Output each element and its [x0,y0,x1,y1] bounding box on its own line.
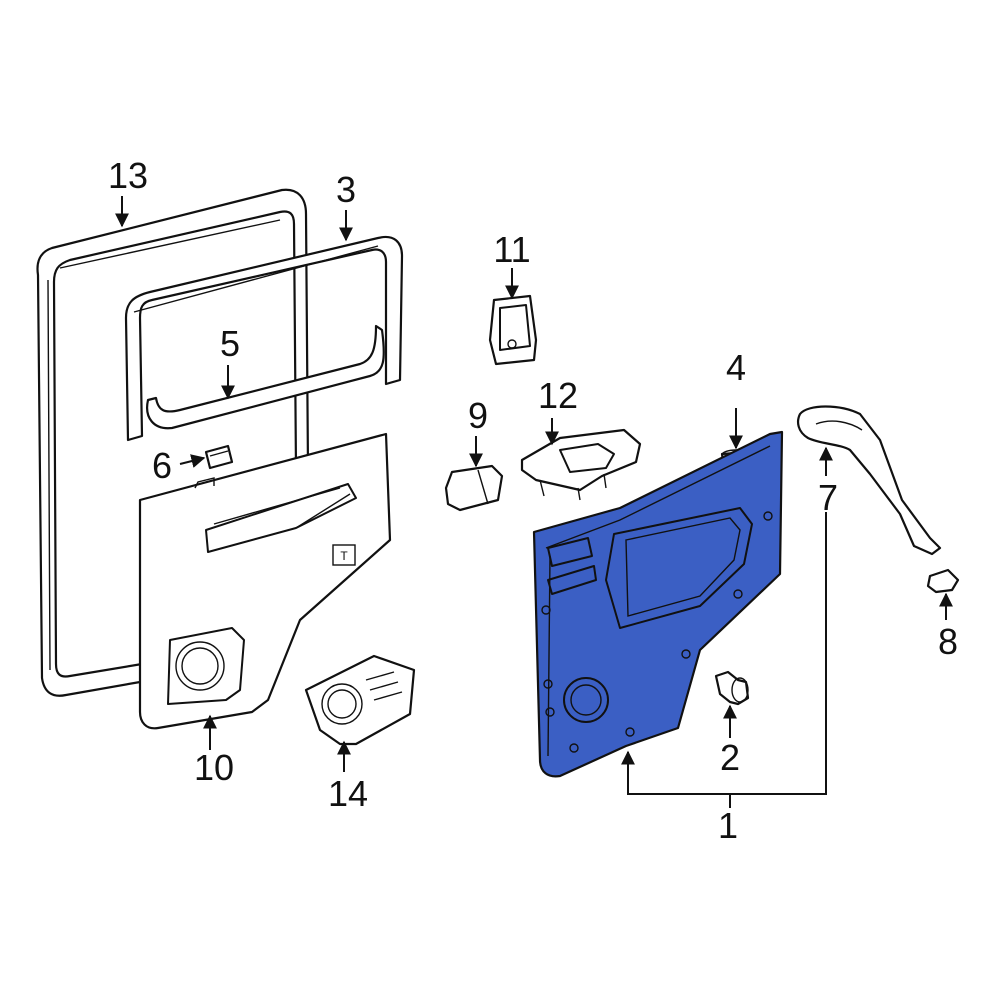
part-5-belt-weatherstrip[interactable] [146,324,385,430]
callout-7: 7 [818,477,838,518]
callout-10: 10 [194,747,234,788]
trim-panel-body[interactable] [532,430,784,778]
part-7-pull-handle[interactable] [797,405,942,556]
callout-14: 14 [328,773,368,814]
leader-lines [115,196,953,808]
part-11-window-switch[interactable] [488,294,538,366]
callout-1: 1 [718,805,738,846]
callout-13: 13 [108,155,148,196]
part-3-run-channel[interactable] [124,235,404,442]
part-8-retainer[interactable] [926,568,960,594]
callout-11: 11 [493,229,530,270]
panel-label-glyph: T [340,549,348,563]
callout-8: 8 [938,621,958,662]
callout-2: 2 [720,737,740,778]
callout-3: 3 [336,169,356,210]
part-12-switch-bezel[interactable] [520,428,642,501]
part-1-trim-panel[interactable] [532,430,784,778]
callout-6: 6 [152,445,172,486]
callout-12: 12 [538,375,578,416]
part-6-clip[interactable] [204,444,234,470]
callout-5: 5 [220,323,240,364]
callout-9: 9 [468,395,488,436]
callout-labels: 1 2 3 4 5 6 7 8 9 10 11 12 13 14 [108,155,958,846]
part-2-push-pin[interactable] [714,670,750,706]
part-14-speaker-bracket[interactable] [304,654,416,746]
part-10-door-panel[interactable]: T [138,432,392,730]
part-9-cover-cap[interactable] [444,464,504,512]
callout-4: 4 [726,347,746,388]
